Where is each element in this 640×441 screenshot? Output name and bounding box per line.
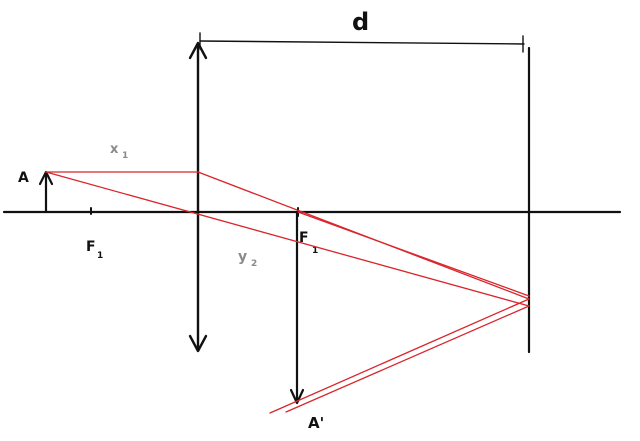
light-rays bbox=[45, 171, 530, 414]
focal-left-subscript: 1 bbox=[97, 251, 103, 261]
focal-right-label: F bbox=[299, 230, 309, 246]
distance-dimension bbox=[199, 32, 525, 53]
x-annotation-subscript: 1 bbox=[122, 151, 128, 161]
ray-central bbox=[45, 171, 530, 307]
object-arrow bbox=[38, 170, 54, 214]
focal-left-label: F bbox=[86, 239, 96, 255]
ray-return-2 bbox=[285, 305, 530, 413]
ray-through-focus bbox=[297, 211, 530, 297]
y-annotation-subscript: 2 bbox=[251, 259, 257, 269]
image-label: A' bbox=[308, 414, 324, 432]
y-annotation: y bbox=[238, 249, 247, 265]
ray-return-1 bbox=[269, 298, 530, 414]
object-label: A bbox=[18, 170, 29, 186]
x-annotation: x bbox=[110, 142, 119, 157]
focal-right-subscript: 1 bbox=[312, 246, 318, 256]
distance-label: d bbox=[352, 8, 369, 36]
image-arrow bbox=[289, 210, 305, 405]
converging-lens bbox=[188, 41, 208, 353]
